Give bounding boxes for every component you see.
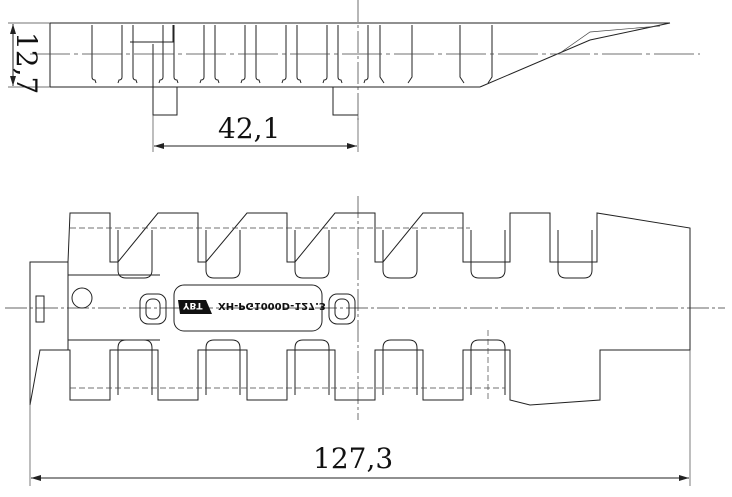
height-dimension-label: 12,7 [10,32,43,94]
side-view [49,22,671,116]
top-pocket [470,230,506,279]
side-tooth [379,25,413,84]
top-pocket [557,230,593,279]
slot-right-inner [334,298,350,320]
top-pocket [205,230,241,279]
part-marking: XH-PG1000D-127.3 [218,300,326,311]
bottom-pocket [382,339,418,395]
top-pocket [117,230,153,279]
slot-right [328,293,356,325]
width-dimension: 127,3 [29,350,691,486]
slot-left-inner [145,298,161,320]
side-tooth [255,25,287,84]
plan-view [29,212,691,406]
marking-plate: YBT XH-PG1000D-127.3 [173,284,326,332]
side-tooth [459,25,493,84]
logo-badge [178,300,212,314]
pitch-dimension: 42,1 [152,112,359,152]
link-outline [29,212,691,406]
bottom-pocket [294,339,330,395]
side-tooth [337,25,369,84]
side-tooth [132,25,164,84]
pitch-dimension-label: 42,1 [218,112,280,145]
pin-hole [71,287,93,309]
side-tooth [173,25,205,84]
bottom-pocket [117,339,153,395]
side-tooth [296,25,328,84]
bottom-pocket [205,339,241,395]
width-dimension-label: 127,3 [313,442,393,475]
side-hinge-tab-right [332,87,358,116]
side-hinge-tab-left [130,25,178,116]
marking-text-flipped: YBT XH-PG1000D-127.3 [178,300,326,314]
logo-text: YBT [182,300,203,310]
slot-left [139,293,167,325]
side-tooth [91,25,123,84]
height-dimension: 12,7 [8,22,50,94]
top-pocket [382,230,418,279]
side-tooth [214,25,246,84]
side-taper [479,22,671,88]
top-pocket [294,230,330,279]
side-taper-inner [559,25,661,54]
edge-rib [35,295,45,323]
left-hinge-body [67,262,160,350]
